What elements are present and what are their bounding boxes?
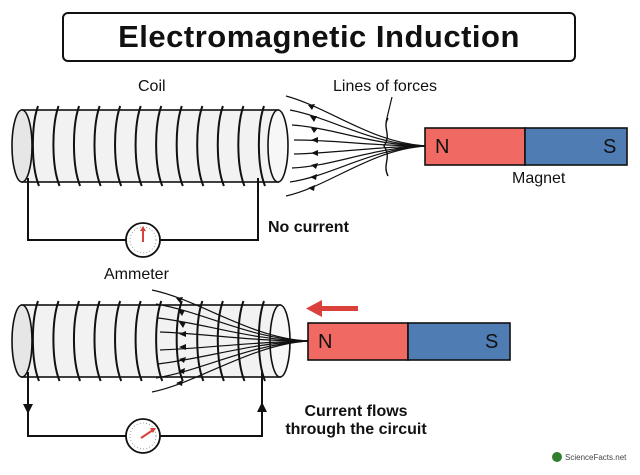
coil-turn [31,105,40,187]
coil-turn [175,300,184,382]
logo-text: ScienceFacts.net [565,452,627,462]
coil-windings [31,105,266,187]
coil-turn [31,300,40,382]
no-current-label: No current [268,219,349,236]
bottom-magnet [307,322,511,361]
coil-turn [196,105,205,187]
lines-of-forces-brace [383,117,389,177]
coil-turn [155,300,164,382]
top-magnet-north-label: N [435,136,450,158]
coil-turn [93,105,102,187]
top-field-arrowheads [308,104,318,191]
magnet-label: Magnet [512,170,566,187]
bottom-field-lines [151,289,309,393]
lines-of-forces-label: Lines of forces [333,78,438,95]
logo: ScienceFacts.net [552,452,626,462]
bottom-magnet-north-label: N [318,331,333,353]
coil-turn [175,105,184,187]
bottom-ammeter [125,418,161,454]
coil-turn [237,105,246,187]
bottom-coil [11,300,291,382]
top-circuit-wire [27,178,259,241]
coil-turn [93,300,102,382]
coil-turn [257,105,266,187]
coil-turn [114,300,123,382]
coil-turn [155,105,164,187]
coil-turn [237,300,246,382]
bottom-field-arrowheads [176,297,186,386]
page-title: Electromagnetic Induction [118,19,520,54]
coil-turn [134,300,143,382]
logo-icon [552,452,562,462]
top-magnet [424,127,628,166]
coil-turn [134,105,143,187]
motion-arrow-icon [306,300,358,317]
current-arrow-right [257,402,267,412]
current-flows-line-1: Current flows [304,403,408,420]
coil-turn [216,300,225,382]
coil-label: Coil [138,78,166,95]
coil-turn [216,105,225,187]
coil-turn [72,300,82,382]
ammeter-label: Ammeter [104,266,169,283]
coil-turn [72,105,82,187]
current-flows-line-2: through the circuit [285,421,427,438]
top-field-lines [285,95,426,197]
top-coil [11,105,289,187]
coil-turn [52,300,61,382]
current-flows-label: Current flows through the circuit [272,403,440,439]
current-arrow-left [23,404,33,414]
title-box: Electromagnetic Induction [62,12,576,62]
lines-of-forces-pointer [385,96,393,123]
ammeter-needle-deflected [140,429,154,439]
coil-turn [52,105,61,187]
top-magnet-south-label: S [603,136,617,158]
bottom-circuit-wire [27,372,263,437]
top-ammeter [125,222,161,258]
coil-turn [114,105,123,187]
bottom-magnet-south-label: S [485,331,499,353]
